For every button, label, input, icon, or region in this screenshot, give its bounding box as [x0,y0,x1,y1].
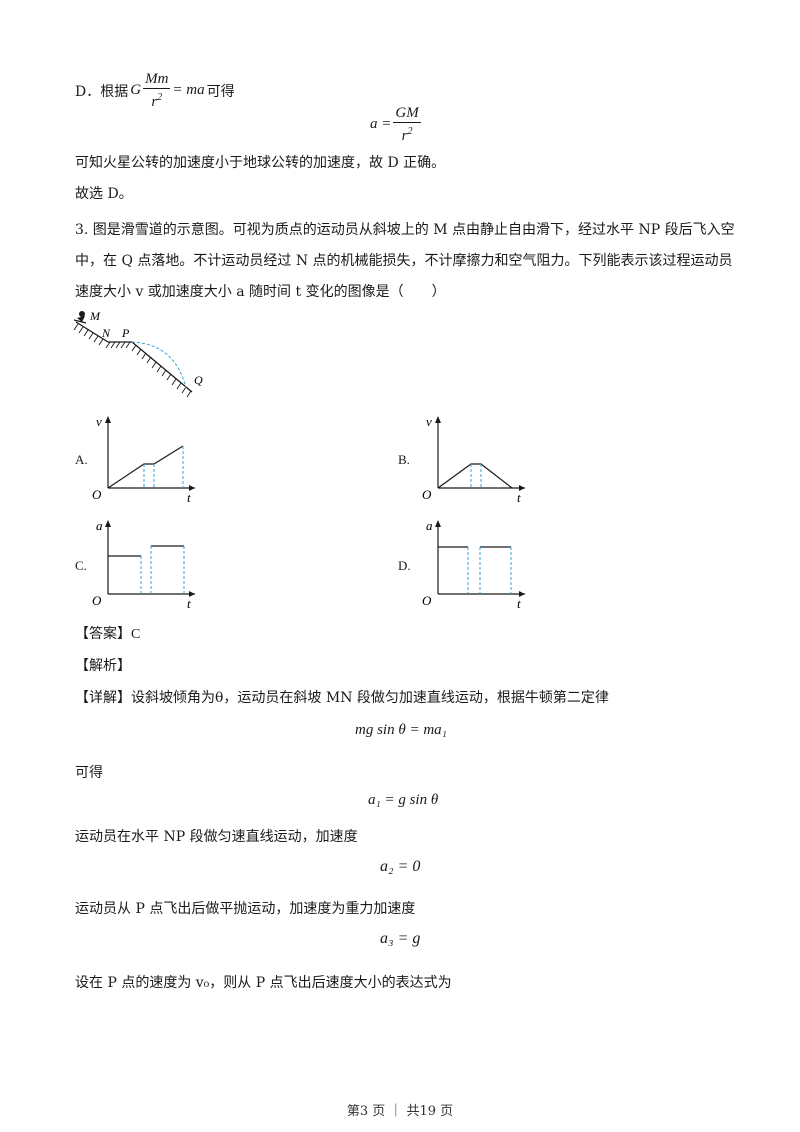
a-denominator: r2 [401,126,413,144]
origin-label: O [422,593,432,608]
label-p: P [121,326,130,340]
den-r: r [151,94,158,110]
a-lhs: a = [370,116,392,132]
np-text: 运动员在水平 NP 段做匀速直线运动，加速度 [75,829,358,845]
axis-label-v: v [96,414,102,429]
equation-newton: mg sin θ = ma₁ [355,722,447,738]
axis-label-v: v [426,414,432,429]
option-d-prefix: D．根据 [75,83,129,100]
axis-label-a: a [96,518,103,533]
p-text: 运动员从 P 点飞出后做平抛运动，加速度为重力加速度 [75,901,416,917]
keyi-text: 可得 [75,765,103,781]
option-d-suffix: 可得 [206,83,235,100]
label-q: Q [194,373,203,387]
axis-label-t: t [517,596,521,611]
axis-label-t: t [187,596,191,611]
question-3-text: 3. 图是滑雪道的示意图。可视为质点的运动员从斜坡上的 M 点由静止自由滑下，经… [75,222,735,300]
analysis-label: 【解析】 [75,658,131,674]
option-c-label: C. [75,558,87,573]
choose-text: 故选 D。 [75,186,133,202]
ski-slope-diagram: M N P Q [73,309,203,398]
detail-label: 【详解】 [75,690,131,706]
a-den-r: r [401,128,408,144]
equation-a3: a₃ = g [380,930,421,947]
origin-label: O [92,593,102,608]
option-a-graph: v O t [92,414,195,504]
answer-value: C [131,627,141,642]
fraction-denominator: r2 [151,92,163,110]
answer-line: 【答案】C [75,623,140,643]
skier-icon [73,311,87,324]
answer-label: 【答案】 [75,626,131,642]
axis-label-t: t [517,490,521,504]
option-b-graph: v O t [422,414,525,504]
option-d-graph: a O t [422,518,525,611]
axis-label-a: a [426,518,433,533]
formula-fraction: Mm r2 [143,70,171,111]
option-d-label: D. [398,558,411,573]
option-b-label: B. [398,452,410,467]
axis-label-t: t [187,490,191,504]
origin-label: O [422,487,432,502]
conclusion-text: 可知火星公转的加速度小于地球公转的加速度，故 D 正确。 [75,155,446,171]
label-m: M [89,309,101,323]
detail-text: 设斜坡倾角为θ，运动员在斜坡 MN 段做匀加速直线运动，根据牛顿第二定律 [131,690,609,706]
formula-rhs: = ma [172,81,205,98]
detail-line: 【详解】设斜坡倾角为θ，运动员在斜坡 MN 段做匀加速直线运动，根据牛顿第二定律 [75,687,609,707]
option-c-graph: a O t [92,518,195,611]
formula-g: G [130,81,142,98]
fraction-numerator: Mm [143,71,171,89]
equation-a2: a₂ = 0 [380,858,421,875]
acceleration-formula: a = GM r2 [370,104,423,145]
page-footer: 第3 页 ｜ 共19 页 [346,1104,454,1119]
equation-a1: a₁ = g sin θ [368,792,439,808]
option-a-label: A. [75,452,88,467]
a-fraction: GM r2 [393,104,421,145]
label-n: N [101,326,111,340]
origin-label: O [92,487,102,502]
a-numerator: GM [393,105,421,123]
v0-text: 设在 P 点的速度为 v₀，则从 P 点飞出后速度大小的表达式为 [75,975,452,991]
